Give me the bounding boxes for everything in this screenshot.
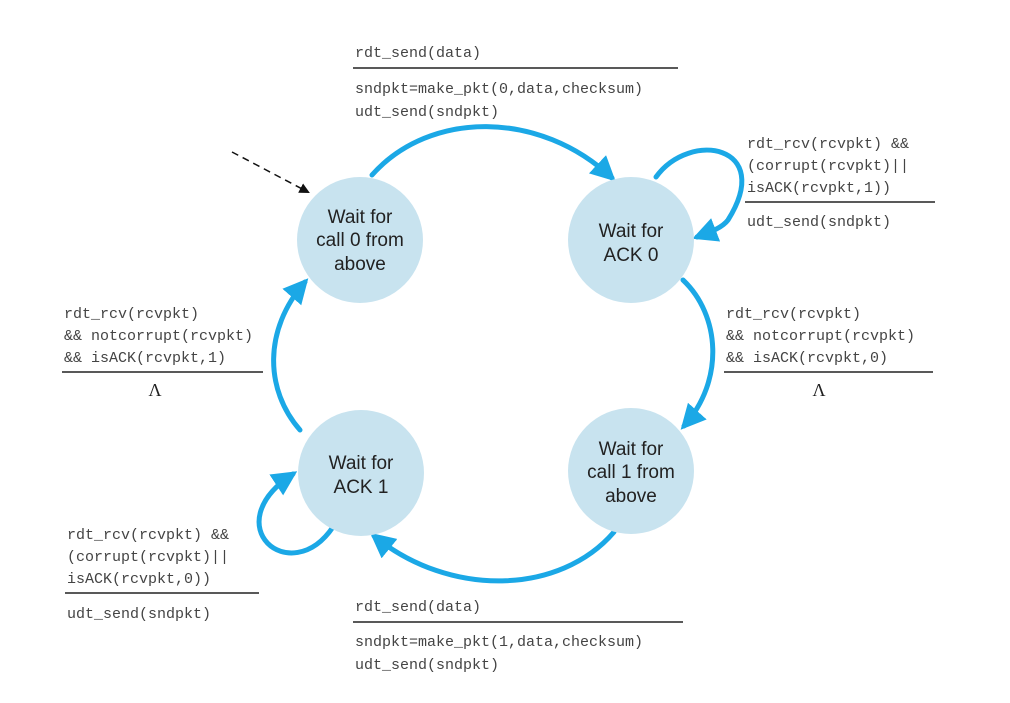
event-text: && isACK(rcvpkt,0) xyxy=(726,350,888,367)
state-label-line: Wait for xyxy=(599,221,664,242)
action-text: udt_send(sndpkt) xyxy=(355,657,499,674)
arrow-ack0-self-loop xyxy=(653,147,745,242)
action-text: sndpkt=make_pkt(1,data,checksum) xyxy=(355,634,643,651)
event-text: rdt_rcv(rcvpkt) && xyxy=(67,527,229,544)
initial-state-arrow xyxy=(231,151,310,193)
transition-label-ack0-self: rdt_rcv(rcvpkt) && (corrupt(rcvpkt)|| is… xyxy=(745,136,935,231)
event-text: rdt_rcv(rcvpkt) xyxy=(726,306,861,323)
event-text: && isACK(rcvpkt,1) xyxy=(64,350,226,367)
state-label-line: ACK 0 xyxy=(604,245,659,266)
state-label-line: Wait for xyxy=(599,439,664,460)
action-text: udt_send(sndpkt) xyxy=(747,214,891,231)
event-text: && notcorrupt(rcvpkt) xyxy=(726,328,915,345)
arrow-call1-to-ack1 xyxy=(370,529,617,584)
transition-label-right: rdt_rcv(rcvpkt) && notcorrupt(rcvpkt) &&… xyxy=(724,306,933,400)
state-wait-call-1: Wait for call 1 from above xyxy=(568,408,694,534)
state-label-line: call 0 from xyxy=(316,230,404,251)
transition-label-ack1-self: rdt_rcv(rcvpkt) && (corrupt(rcvpkt)|| is… xyxy=(65,527,259,623)
event-text: (corrupt(rcvpkt)|| xyxy=(67,549,229,566)
event-text: isACK(rcvpkt,0)) xyxy=(67,571,211,588)
event-text: rdt_rcv(rcvpkt) xyxy=(64,306,199,323)
transition-label-left: rdt_rcv(rcvpkt) && notcorrupt(rcvpkt) &&… xyxy=(62,306,263,400)
arrow-call0-to-ack0 xyxy=(369,124,616,182)
transition-label-bottom: rdt_send(data) sndpkt=make_pkt(1,data,ch… xyxy=(353,599,683,674)
state-label-line: Wait for xyxy=(328,207,393,228)
action-text: udt_send(sndpkt) xyxy=(355,104,499,121)
arrow-ack0-to-call1 xyxy=(680,277,716,430)
arrow-ack1-to-call0 xyxy=(271,278,309,433)
event-text: rdt_send(data) xyxy=(355,45,481,62)
action-text: sndpkt=make_pkt(0,data,checksum) xyxy=(355,81,643,98)
state-label-line: call 1 from xyxy=(587,462,675,483)
arrow-ack1-self-loop xyxy=(256,471,336,556)
action-text: udt_send(sndpkt) xyxy=(67,606,211,623)
state-label-line: above xyxy=(605,486,657,507)
event-text: isACK(rcvpkt,1)) xyxy=(747,180,891,197)
event-text: rdt_rcv(rcvpkt) && xyxy=(747,136,909,153)
state-wait-ack-0: Wait for ACK 0 xyxy=(568,177,694,303)
lambda-symbol: Λ xyxy=(812,380,825,400)
state-label-line: above xyxy=(334,254,386,275)
state-label-line: Wait for xyxy=(329,453,394,474)
state-wait-call-0: Wait for call 0 from above xyxy=(297,177,423,303)
lambda-symbol: Λ xyxy=(148,380,161,400)
transition-label-top: rdt_send(data) sndpkt=make_pkt(0,data,ch… xyxy=(353,45,678,121)
event-text: && notcorrupt(rcvpkt) xyxy=(64,328,253,345)
state-label-line: ACK 1 xyxy=(334,477,389,498)
state-wait-ack-1: Wait for ACK 1 xyxy=(298,410,424,536)
event-text: (corrupt(rcvpkt)|| xyxy=(747,158,909,175)
event-text: rdt_send(data) xyxy=(355,599,481,616)
